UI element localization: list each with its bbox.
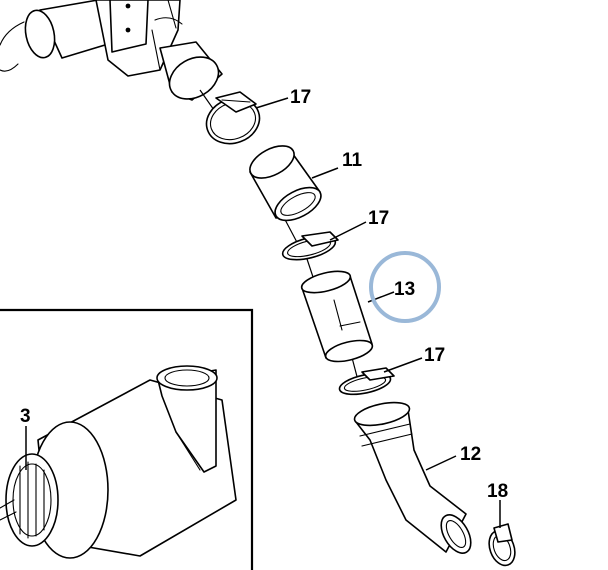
hose-clamp-middle — [281, 231, 339, 261]
y-branch-manifold — [0, 0, 223, 101]
highlight-ring — [369, 251, 441, 323]
callout-3: 3 — [20, 406, 31, 427]
callout-17-top: 17 — [290, 87, 311, 108]
callout-17-middle: 17 — [368, 208, 389, 229]
bent-intake-pipe — [353, 401, 472, 554]
rubber-coupling — [249, 145, 322, 222]
callout-17-lower: 17 — [424, 345, 445, 366]
detail-inset — [0, 308, 254, 570]
callout-11: 11 — [342, 150, 363, 171]
callout-18: 18 — [487, 481, 508, 502]
callout-12: 12 — [460, 444, 481, 465]
callout-13: 13 — [394, 279, 415, 300]
callout-labels: 17 11 17 13 17 12 18 3 — [20, 87, 508, 502]
connecting-sleeve — [300, 270, 374, 363]
hose-clamp-lower — [338, 367, 395, 396]
hose-clamp-outlet — [488, 523, 516, 567]
hose-clamp-top — [205, 91, 261, 145]
